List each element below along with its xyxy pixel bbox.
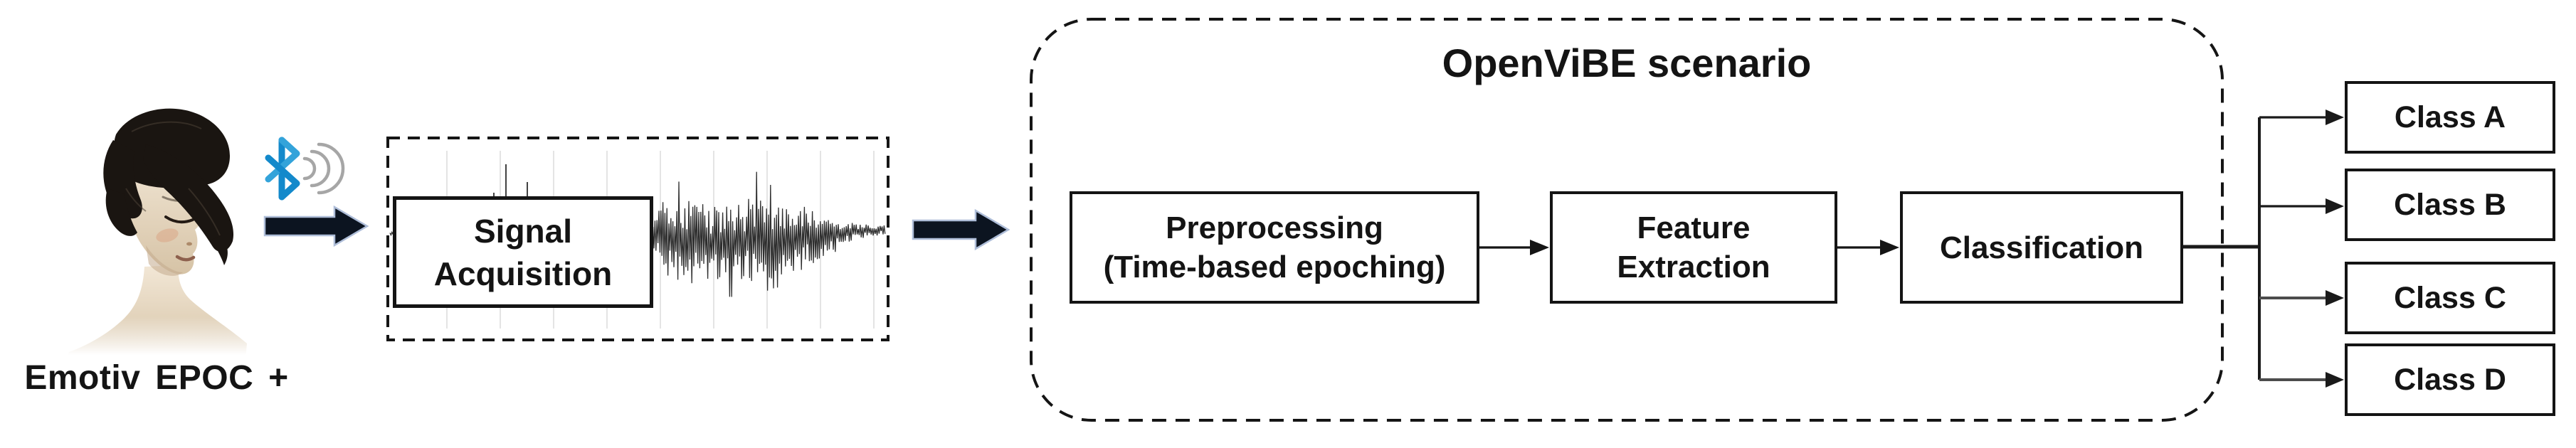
arrowhead-class-c xyxy=(2326,290,2344,306)
class-b-label: Class B xyxy=(2394,187,2506,222)
arrow-acquisition-to-openvibe xyxy=(912,208,1010,251)
class-b-box: Class B xyxy=(2345,169,2555,241)
signal-acquisition-line1: Signal xyxy=(473,212,573,250)
device-label: Emotiv EPOC + xyxy=(24,359,289,397)
closed-eye xyxy=(164,215,194,224)
step-feature-extraction-box: Feature Extraction xyxy=(1550,191,1837,304)
person-photo xyxy=(60,108,249,359)
classification-line1: Classification xyxy=(1939,230,2144,265)
step-classification-box: Classification xyxy=(1900,191,2183,304)
openvibe-title: OpenViBE scenario xyxy=(1442,41,1812,85)
class-c-box: Class C xyxy=(2345,262,2555,334)
signal-acquisition-line2: Acquisition xyxy=(433,255,613,292)
class-fanout xyxy=(2183,110,2344,388)
arrowhead-class-a xyxy=(2326,110,2344,125)
feature-line2: Extraction xyxy=(1617,250,1770,284)
nostril xyxy=(186,242,192,246)
arrowhead-class-b xyxy=(2326,198,2344,214)
feature-line1: Feature xyxy=(1637,210,1751,245)
class-d-box: Class D xyxy=(2345,343,2555,416)
signal-acquisition-box: Signal Acquisition xyxy=(393,196,653,308)
hair-highlights xyxy=(125,121,221,236)
arrow-headset-to-acquisition xyxy=(263,205,369,247)
wireless-waves-icon xyxy=(302,142,345,195)
preprocessing-line1: Preprocessing xyxy=(1166,210,1383,245)
lips xyxy=(175,255,196,262)
class-c-label: Class C xyxy=(2394,280,2506,315)
openvibe-dashed-frame xyxy=(1030,18,2224,422)
class-d-label: Class D xyxy=(2394,362,2506,397)
class-a-box: Class A xyxy=(2345,81,2555,154)
arrowhead-to-feature xyxy=(1530,240,1549,255)
pipeline-connectors xyxy=(1479,240,1899,255)
jaw-shadow xyxy=(146,245,183,276)
signal-acquisition-dashed-frame xyxy=(386,137,890,341)
arrowhead-class-d xyxy=(2326,372,2344,388)
photo-bottom-fade xyxy=(60,316,249,359)
arrowhead-to-classification xyxy=(1880,240,1899,255)
cheek-blush xyxy=(156,228,179,242)
class-a-label: Class A xyxy=(2394,100,2506,134)
preprocessing-line2: (Time-based epoching) xyxy=(1103,250,1446,284)
step-preprocessing-box: Preprocessing (Time-based epoching) xyxy=(1070,191,1479,304)
bluetooth-icon xyxy=(265,137,300,201)
